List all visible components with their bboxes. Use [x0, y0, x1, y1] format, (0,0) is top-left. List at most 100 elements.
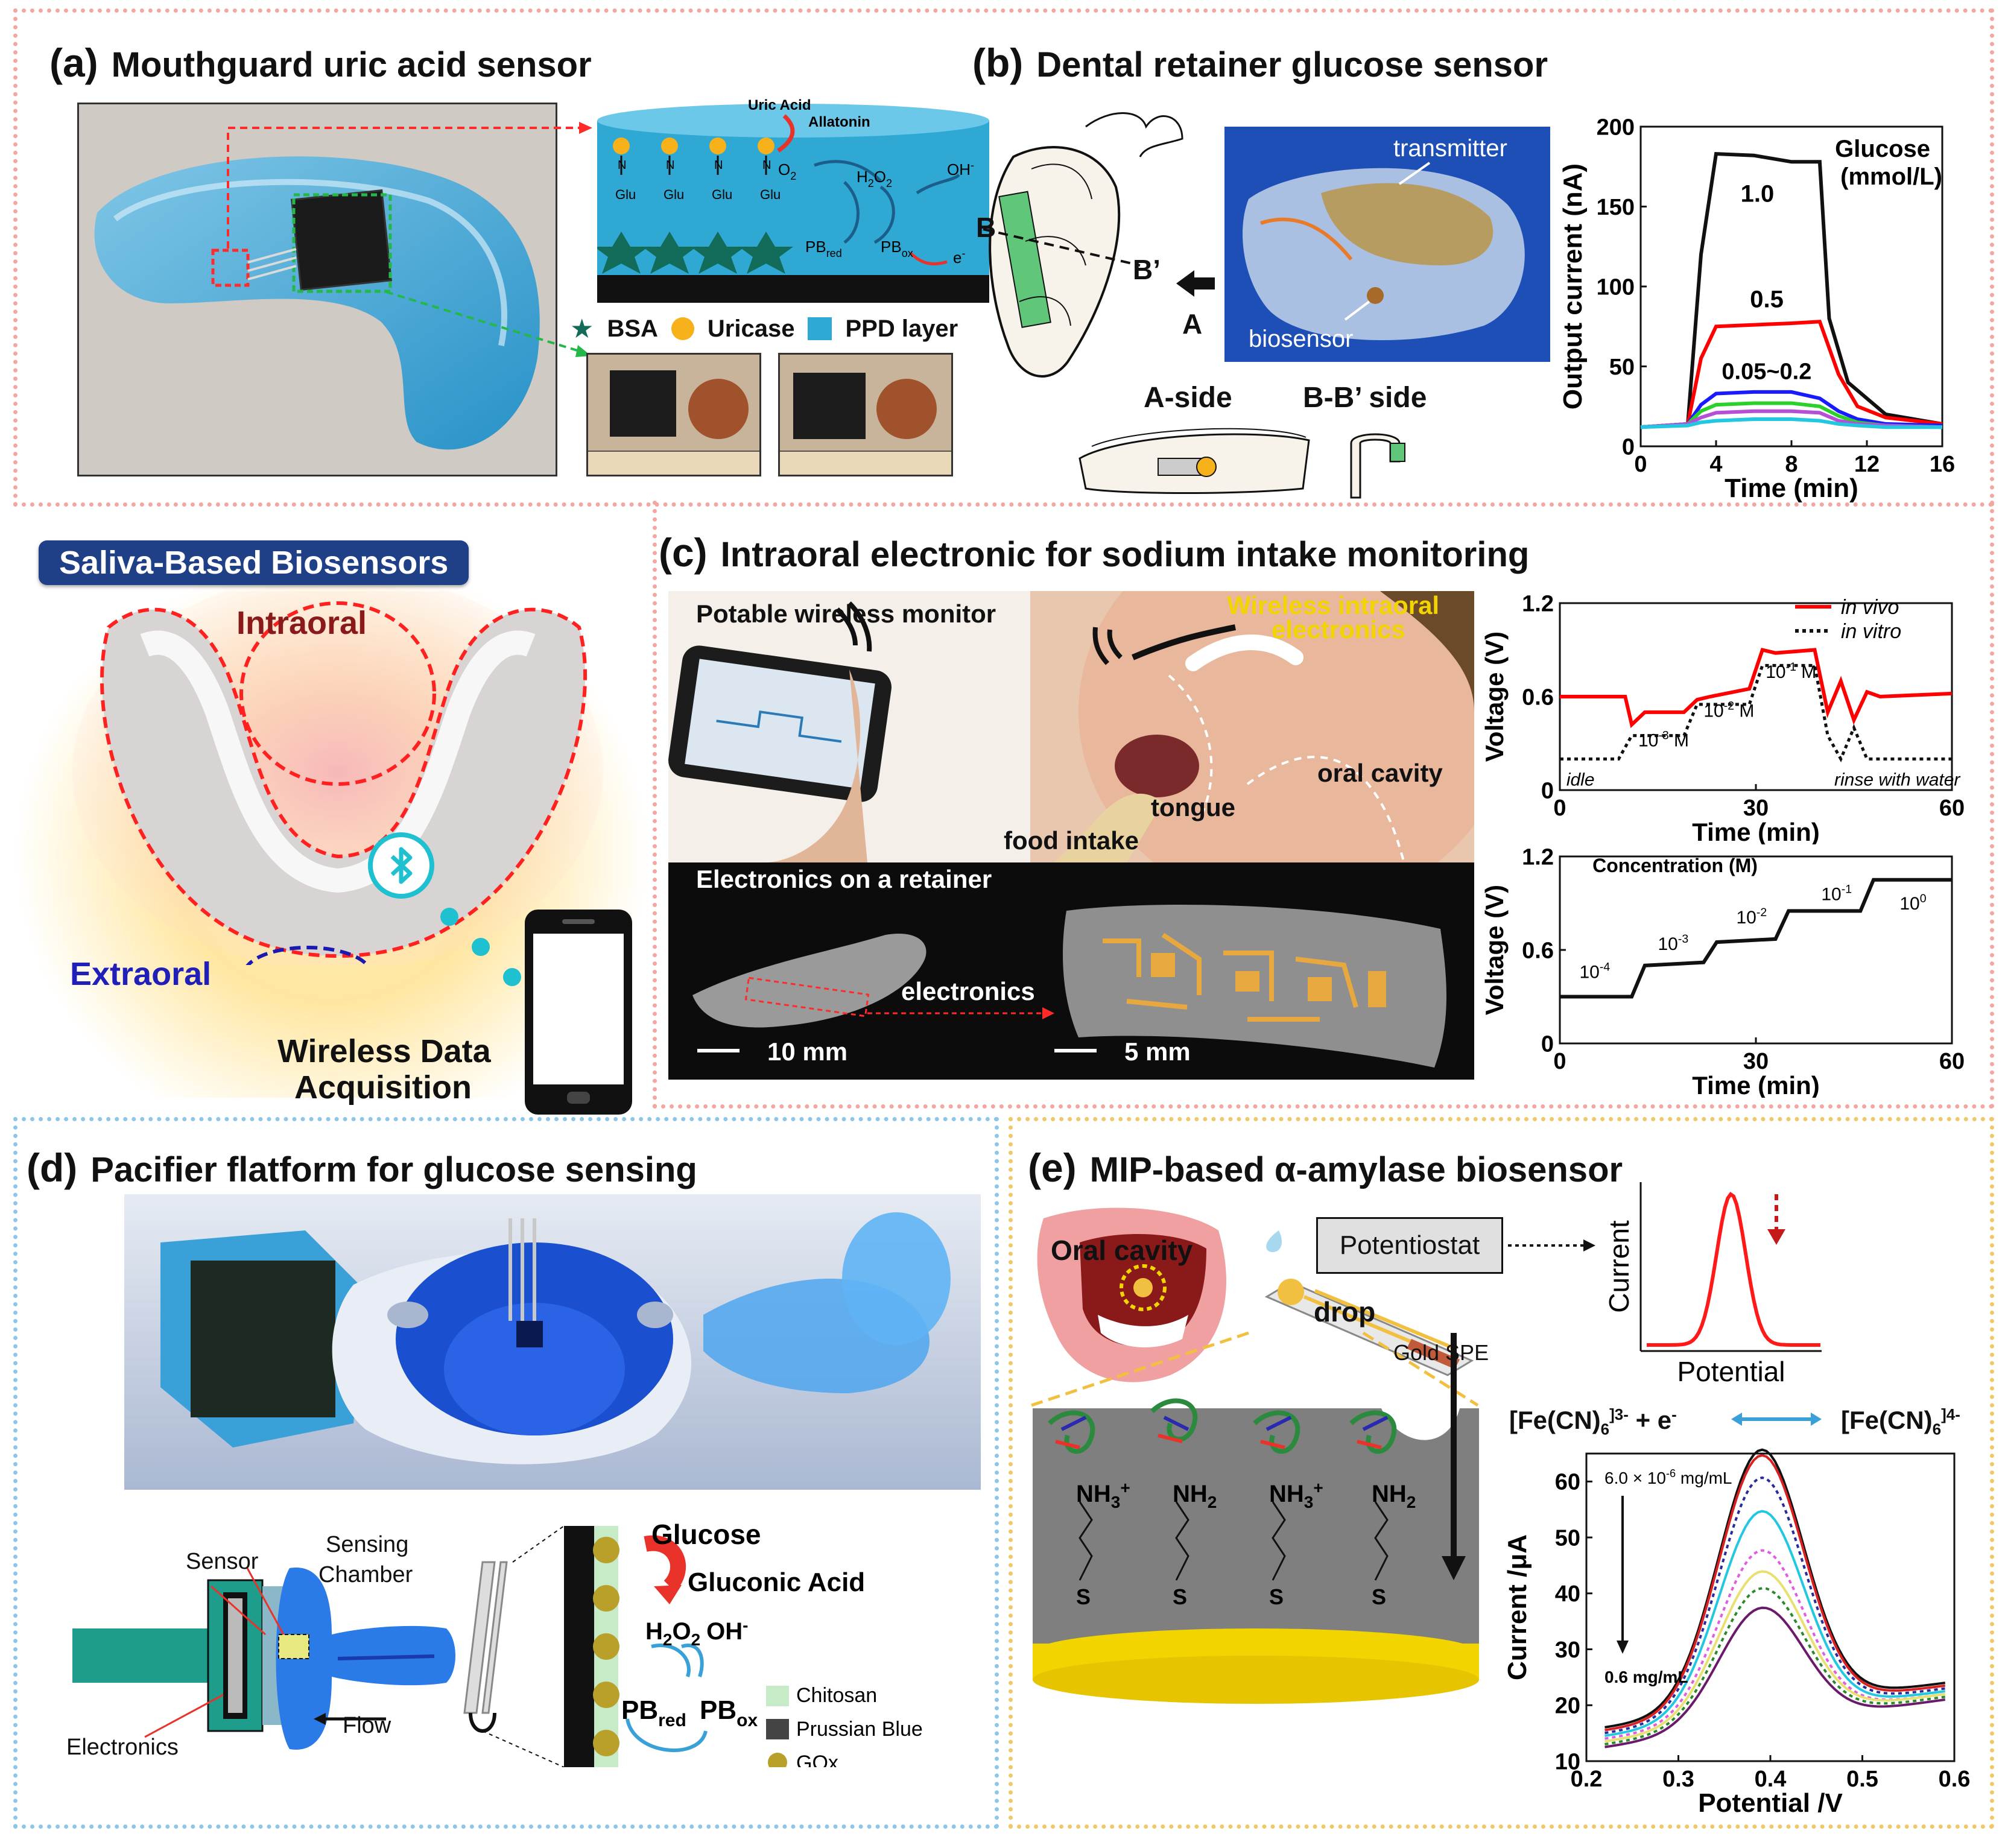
bluetooth-icon — [368, 832, 434, 899]
x-tick-label: 8 — [1785, 452, 1798, 477]
pacifier-photo — [124, 1194, 981, 1490]
plot-frame — [1559, 855, 1953, 1045]
legend-chitosan: Chitosan — [796, 1684, 877, 1707]
legend-gox: GOx — [796, 1751, 838, 1767]
biosensor-label: biosensor — [1249, 326, 1354, 352]
panel-a-title: (a)Mouthguard uric acid sensor — [49, 40, 592, 86]
tongue-label: tongue — [1151, 793, 1235, 821]
y-tick-label: 0 — [1541, 778, 1554, 803]
plot-frame — [1585, 1452, 1956, 1762]
dpv-arrow-head — [1617, 1641, 1629, 1654]
glu-label-4: Glu — [760, 187, 781, 202]
panel-a-title-text: Mouthguard uric acid sensor — [111, 45, 592, 84]
fe-cn6-3: [Fe(CN)6]3- + e- — [1509, 1405, 1677, 1438]
panel-e-title-text: MIP-based α-amylase biosensor — [1089, 1150, 1623, 1189]
y-tick-label: 50 — [1609, 355, 1635, 380]
n-label-3: N — [714, 159, 723, 172]
panel-a-legend: ★BSA Uricase PPD layer — [570, 314, 958, 344]
prussian-blue-carbon-label: Prussian Blue carbon — [700, 280, 886, 300]
electronics-label: electronics — [901, 977, 1035, 1005]
legend-label-1: in vitro — [1841, 620, 1901, 643]
y-tick-label: 0.6 — [1522, 938, 1554, 963]
legend-prussian-blue: Prussian Blue — [796, 1718, 923, 1741]
nh2-label-partial: NH2 — [1372, 1481, 1416, 1511]
legend-title-line2: (mmol/L) — [1840, 163, 1942, 190]
a-side-label: A-side — [1144, 382, 1232, 414]
extraoral-label: Extraoral — [70, 956, 212, 992]
x-tick-label: 30 — [1743, 1049, 1769, 1074]
panel-c-title: (c)Intraoral electronic for sodium intak… — [659, 530, 1529, 575]
y-tick-label: 30 — [1555, 1638, 1580, 1663]
x-tick-label: 0.5 — [1846, 1767, 1878, 1792]
o2-label: O2 — [778, 160, 796, 182]
n-label-4: N — [762, 159, 771, 172]
fe-cn6-4: [Fe(CN)6]4- — [1841, 1405, 1960, 1438]
uricase-chain-4 — [739, 138, 793, 274]
uric-acid-diagram: Uric Acid Allatonin O2 H2O2 OH- PBred PB… — [597, 97, 989, 303]
pacifier-cross-section — [72, 1568, 455, 1750]
oral-cavity-e-label: Oral cavity — [1051, 1235, 1193, 1266]
saliva-header: Saliva-Based Biosensors — [39, 540, 469, 585]
glucose-series-1 — [1640, 320, 1943, 429]
sensor-chip-photo-1 — [586, 353, 761, 476]
panel-b-title: (b) Dental retainer glucose sensor — [972, 40, 1548, 86]
legend-prussian-blue-swatch — [766, 1719, 789, 1739]
panel-b-title-text: Dental retainer glucose sensor — [1036, 45, 1548, 84]
dpv-series-4 — [1604, 1549, 1946, 1740]
panel-d-label: (d) — [27, 1145, 78, 1190]
a-side-sketch — [1079, 428, 1310, 494]
pb-ox-label: PBox — [881, 238, 913, 259]
electron-label: e- — [953, 247, 965, 267]
s-label-2: S — [1173, 1584, 1187, 1609]
panel-b-label: (b) — [972, 40, 1024, 85]
mouthguard-photo — [77, 103, 557, 476]
legend-gox-swatch — [768, 1753, 787, 1767]
dpv-series-5 — [1604, 1570, 1946, 1743]
retainer-electronics-photo: Electronics on a retainer electronics 10… — [668, 862, 1474, 1080]
x-tick-label: 0 — [1553, 1049, 1566, 1074]
wireless-intraoral-label-line1: Wireless intraoral — [1227, 591, 1440, 619]
schematic-peak — [1646, 1192, 1820, 1347]
n-label-2: N — [666, 159, 674, 172]
y-tick-label: 0 — [1622, 434, 1635, 460]
connection-dot-3 — [503, 968, 521, 986]
y-tick-label: 150 — [1597, 195, 1635, 220]
annotation-0-5: 0.5 — [1750, 286, 1784, 312]
panel-c-label: (c) — [659, 530, 708, 575]
sensing-chamber-label-line1: Sensing — [326, 1532, 409, 1557]
dpv-series-6 — [1604, 1587, 1946, 1745]
panel-e-label: (e) — [1028, 1145, 1077, 1190]
x-tick-label: 0 — [1553, 796, 1566, 821]
y-tick-label: 1.2 — [1522, 591, 1554, 616]
x-tick-label: 12 — [1854, 452, 1880, 477]
dpv-series-3 — [1604, 1510, 1946, 1737]
annotation-1-0: 1.0 — [1741, 181, 1775, 207]
panel-d-border — [13, 1117, 999, 1829]
x-axis-label: Time (min) — [1725, 473, 1858, 503]
glucose-series-0 — [1640, 151, 1943, 429]
x-tick-label: 60 — [1939, 796, 1965, 821]
pb-red-label: PBred — [805, 238, 842, 259]
connection-dot-1 — [440, 908, 458, 926]
scale-5mm-label: 5 mm — [1124, 1037, 1191, 1066]
dpv-series-0 — [1604, 1448, 1946, 1729]
nh3-label-1: NH3+ — [1076, 1478, 1130, 1511]
sensor-label: Sensor — [186, 1549, 259, 1574]
schematic-potential-label: Potential — [1677, 1356, 1785, 1387]
s-label-1: S — [1076, 1584, 1091, 1609]
allatonin-label: Allatonin — [808, 114, 870, 130]
smartphone-icon — [525, 910, 632, 1115]
dpv-bottom-concentration: 0.6 mg/mL — [1604, 1668, 1688, 1686]
decrease-arrow-head — [1767, 1229, 1785, 1245]
electronics-d-label: Electronics — [66, 1735, 179, 1760]
nh3-label-2: NH3+ — [1269, 1478, 1323, 1511]
x-axis-label: Potential /V — [1698, 1788, 1843, 1818]
annotation-1e-2: 10-2 M — [1703, 700, 1754, 721]
concentration-series-0 — [1560, 878, 1952, 999]
x-tick-label: 0 — [1634, 452, 1647, 477]
y-tick-label: 60 — [1555, 1470, 1580, 1495]
x-tick-label: 0.6 — [1939, 1767, 1971, 1792]
